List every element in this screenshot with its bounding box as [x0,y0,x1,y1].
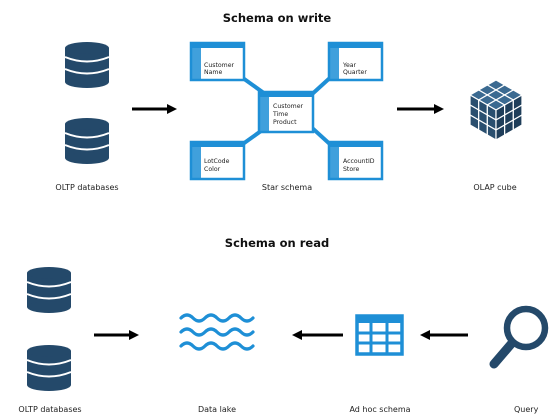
table-field: Quarter [343,69,367,76]
table-field: Name [204,69,222,76]
label-query: Query [514,405,539,414]
label-star-schema: Star schema [261,183,313,192]
label-data-lake: Data lake [197,405,237,414]
database-icon [64,118,110,164]
table-field: LotCode [204,158,230,165]
label-ad-hoc-schema: Ad hoc schema [349,405,411,414]
label-olap-cube: OLAP cube [473,183,517,192]
table-field: Store [343,166,360,173]
section-title-schema-on-write: Schema on write [222,11,332,25]
data-lake-waves-icon [179,313,255,351]
table-field: Color [204,166,221,173]
table-accountid-store: AccountID Store [327,140,384,181]
query-magnifier-icon [489,305,549,369]
table-field: Customer [273,103,304,110]
label-oltp-databases: OLTP databases [18,405,82,414]
database-icon [26,267,72,313]
database-icon [64,42,110,88]
olap-cube-icon [468,79,524,142]
label-oltp-databases: OLTP databases [55,183,119,192]
database-icon [26,345,72,391]
table-year-quarter: Year Quarter [327,41,384,82]
table-field: Time [272,111,288,118]
table-field: Customer [204,62,235,69]
table-lotcode-color: LotCode Color [189,140,246,181]
table-field: Year [342,62,357,69]
table-field: Product [273,119,297,126]
table-field: AccountID [343,158,375,165]
table-fact-center: Customer Time Product [257,90,315,134]
section-title-schema-on-read: Schema on read [224,236,330,250]
table-customer-name: Customer Name [189,41,246,82]
ad-hoc-schema-table-icon [355,314,404,356]
